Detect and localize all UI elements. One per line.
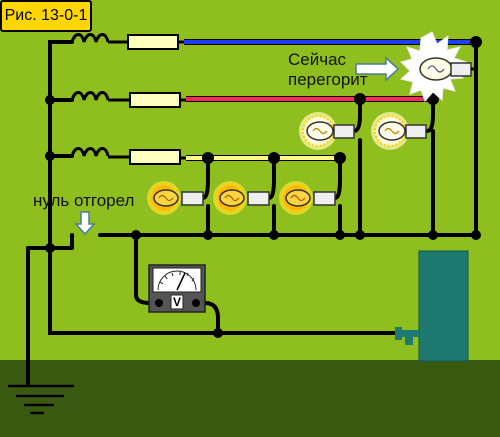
lamp-icon	[213, 181, 270, 215]
voltmeter-needle	[176, 272, 186, 291]
ground-icon	[8, 384, 74, 415]
neutral-wires	[70, 40, 478, 335]
figure-label: Рис. 13-0-1	[0, 0, 92, 32]
fuse-icon	[129, 149, 181, 165]
annotation-now: Сейчас	[288, 50, 347, 69]
fuse-icon	[129, 92, 181, 108]
arrow-right-icon	[355, 56, 400, 82]
voltmeter-label: V	[173, 295, 181, 309]
lamp-icon	[279, 181, 336, 215]
lamp-icon	[299, 112, 355, 150]
annotation-neutral-burnt: нуль отгорел	[33, 191, 135, 210]
annotation-will-burn: перегорит	[288, 70, 368, 89]
ground-area	[0, 360, 500, 437]
lamp-icon	[371, 112, 427, 150]
inductor-icon	[70, 91, 110, 101]
phase-b-line	[70, 91, 433, 108]
arrow-down-icon	[74, 211, 96, 236]
phase-a-line	[70, 33, 476, 50]
cabinet-icon	[395, 250, 469, 362]
bus-wires	[26, 40, 217, 387]
lamp-icon	[147, 181, 204, 215]
inductor-icon	[70, 33, 110, 43]
burning-lamp-icon	[399, 31, 476, 102]
fuse-icon	[127, 34, 179, 50]
junction-dots	[45, 36, 482, 338]
inductor-icon	[70, 147, 110, 157]
voltmeter-icon	[148, 264, 206, 313]
